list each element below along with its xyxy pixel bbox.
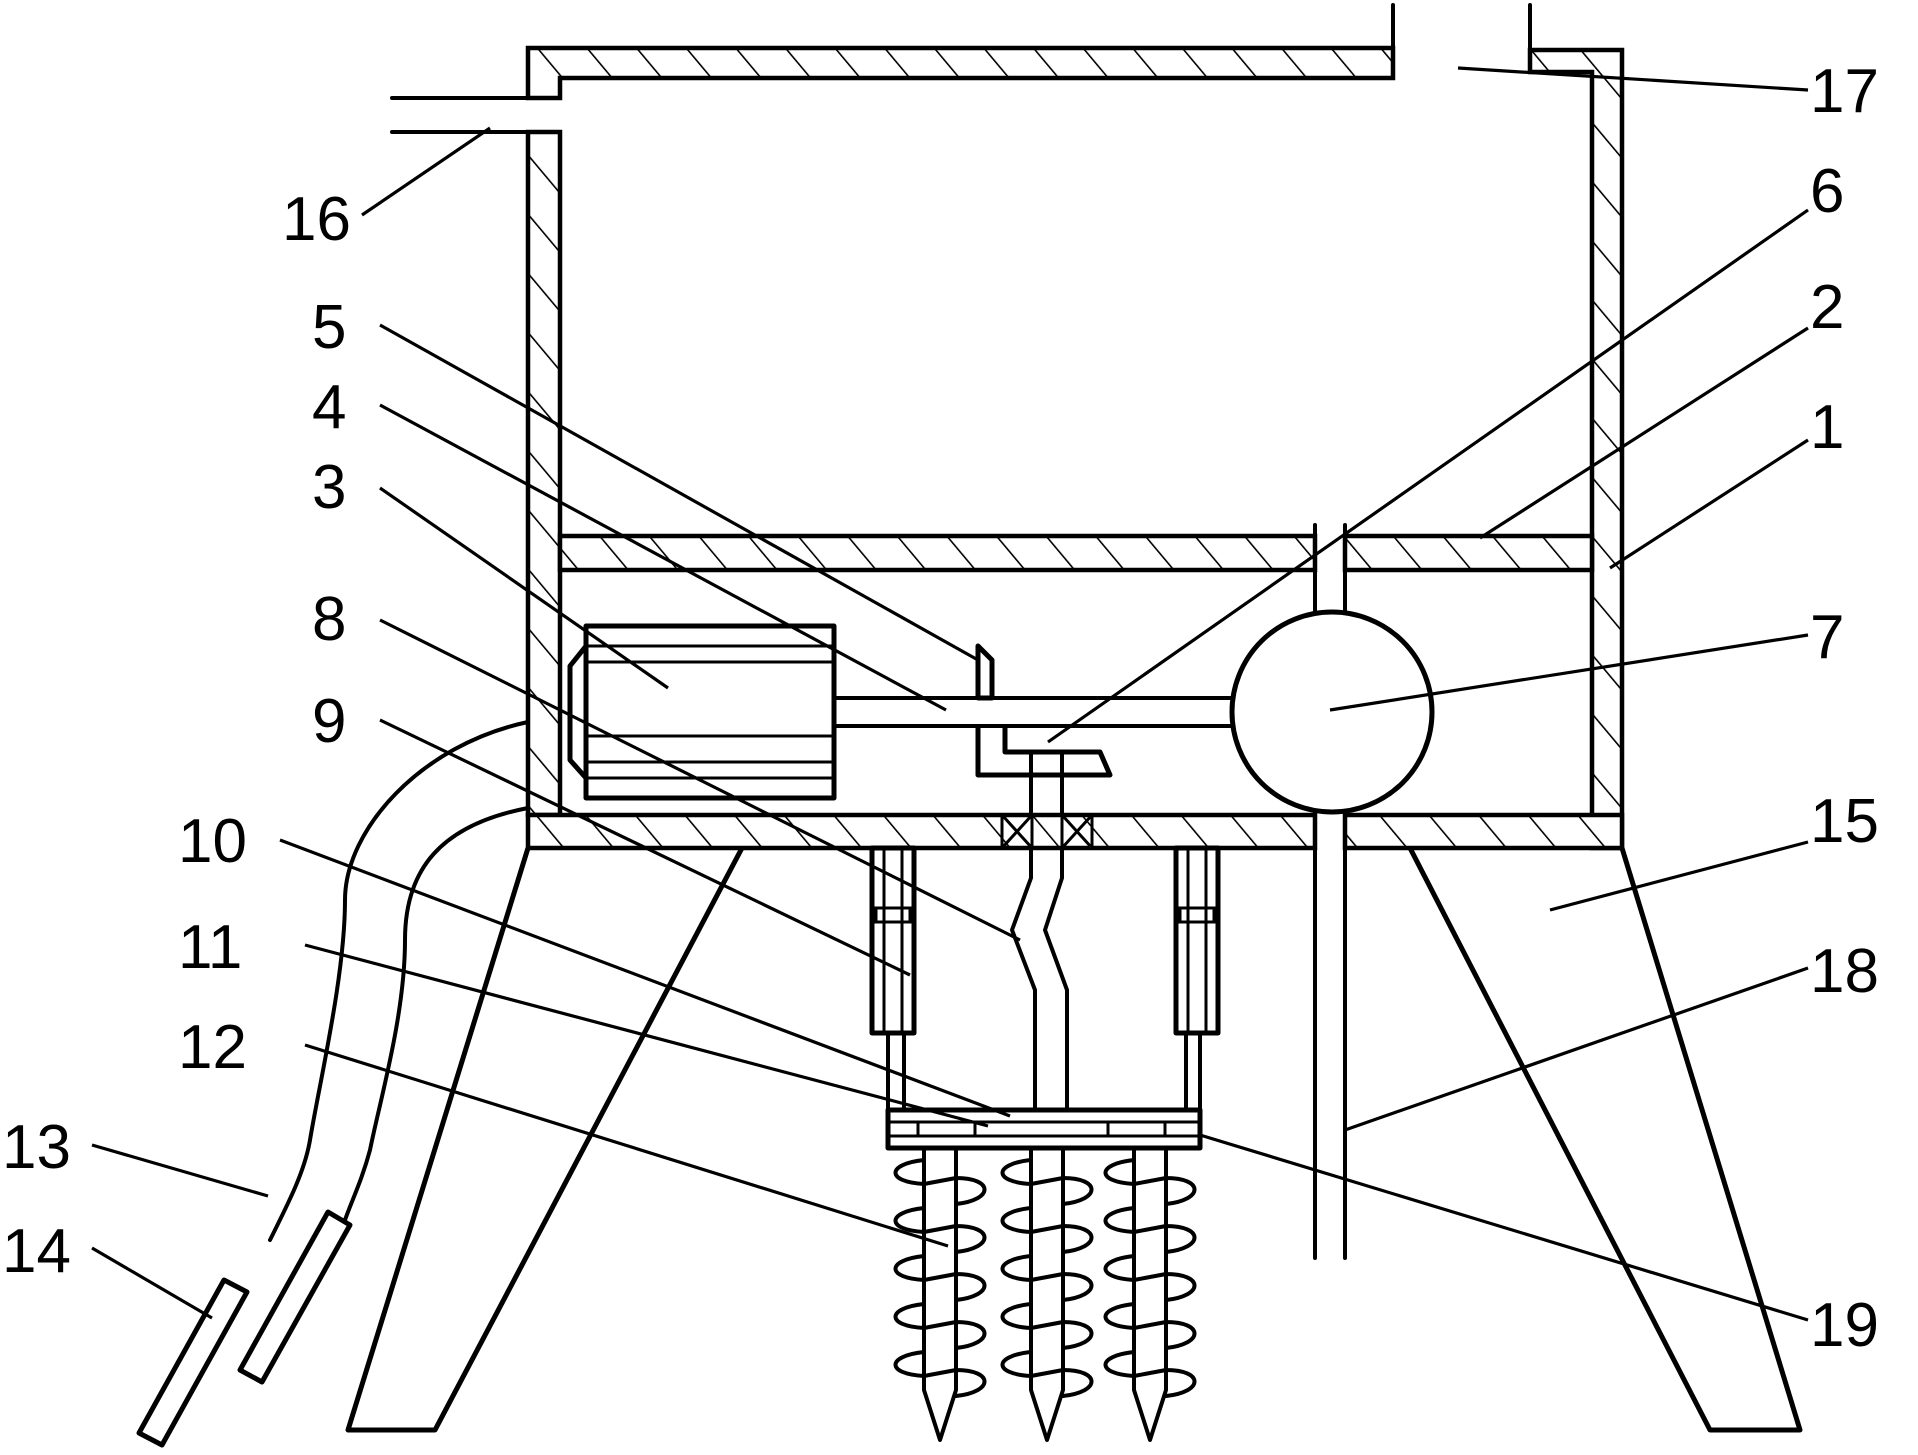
auger-2 (1000, 1146, 1094, 1442)
label-5: 5 (312, 293, 346, 362)
part-labels: 1 2 3 4 5 6 7 8 9 10 11 12 13 14 15 16 1… (2, 57, 1879, 1360)
pump (1229, 523, 1435, 1260)
label-19: 19 (1810, 1291, 1879, 1360)
label-3: 3 (312, 453, 346, 522)
vertical-shaft (1000, 750, 1094, 1112)
inlet-pipe (390, 96, 530, 134)
label-7: 7 (1810, 603, 1844, 672)
label-2: 2 (1810, 273, 1844, 342)
label-15: 15 (1810, 787, 1879, 856)
drive-shaft (832, 696, 1232, 728)
label-14: 14 (2, 1217, 71, 1286)
lift-frame (886, 1031, 1202, 1112)
label-9: 9 (312, 687, 346, 756)
leader-lines (91, 66, 1809, 1322)
label-17: 17 (1810, 57, 1879, 126)
cylinder-right (1173, 845, 1221, 1112)
label-12: 12 (178, 1013, 247, 1082)
label-8: 8 (312, 585, 346, 654)
bevel-gear-lower (975, 726, 1113, 778)
label-1: 1 (1810, 393, 1844, 462)
auger-1 (893, 1146, 987, 1442)
label-4: 4 (312, 373, 346, 442)
label-13: 13 (2, 1113, 71, 1182)
label-18: 18 (1810, 937, 1879, 1006)
label-6: 6 (1810, 157, 1844, 226)
label-10: 10 (178, 807, 247, 876)
label-11: 11 (178, 913, 242, 982)
auger-3 (1103, 1146, 1197, 1442)
augers (893, 1146, 1197, 1442)
outlet-pipe (1391, 3, 1532, 80)
side-hose (136, 720, 530, 1448)
leg-left (345, 846, 745, 1433)
leg-right (1407, 846, 1803, 1433)
bevel-gear-upper (975, 643, 995, 701)
label-16: 16 (282, 185, 351, 254)
motor (567, 623, 837, 801)
cylinder-left (869, 845, 917, 1112)
drill-plate (885, 1107, 1203, 1151)
